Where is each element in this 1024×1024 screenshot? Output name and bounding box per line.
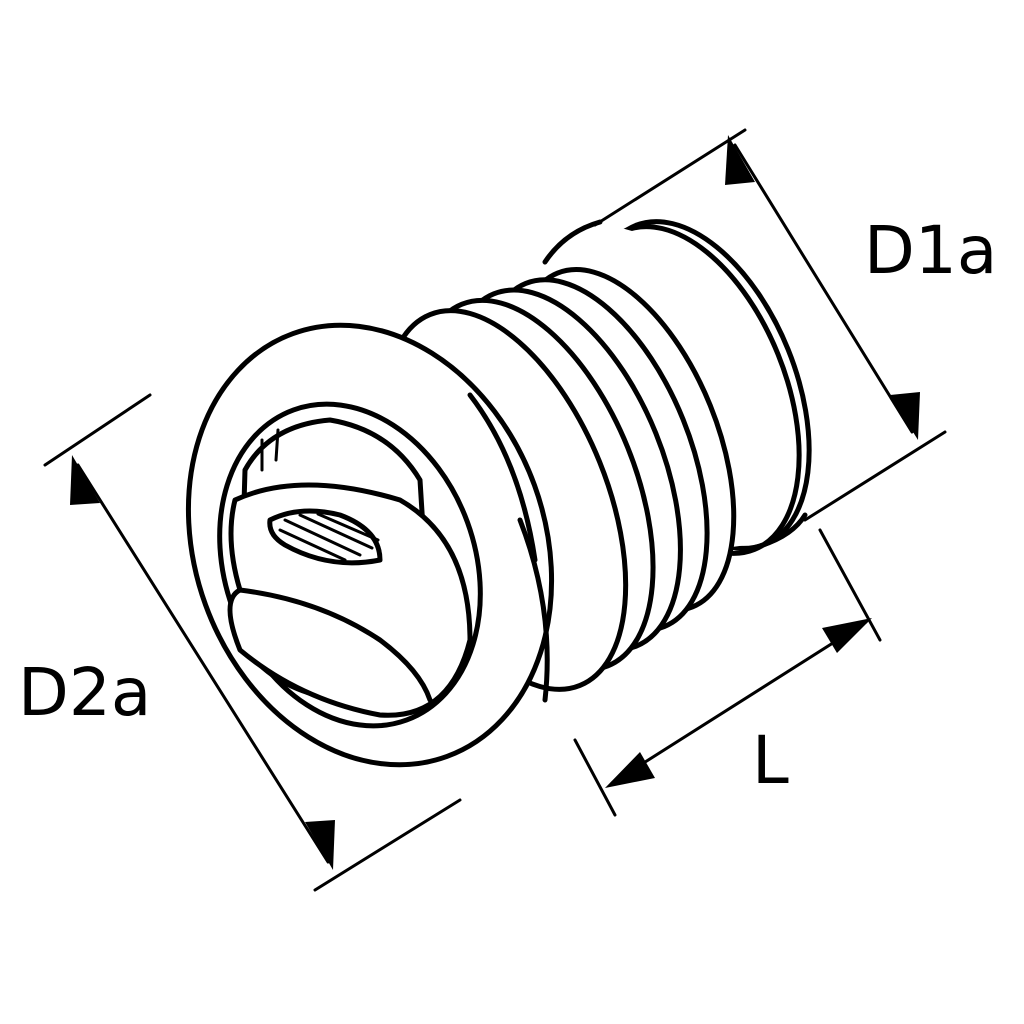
dimension-d1a — [593, 128, 947, 522]
inner-key — [227, 417, 473, 718]
dimension-l — [573, 528, 882, 817]
label-d2a: D2a — [18, 654, 152, 731]
dimension-d2a — [43, 393, 462, 892]
label-length: L — [752, 722, 789, 799]
label-d1a: D1a — [864, 212, 998, 289]
